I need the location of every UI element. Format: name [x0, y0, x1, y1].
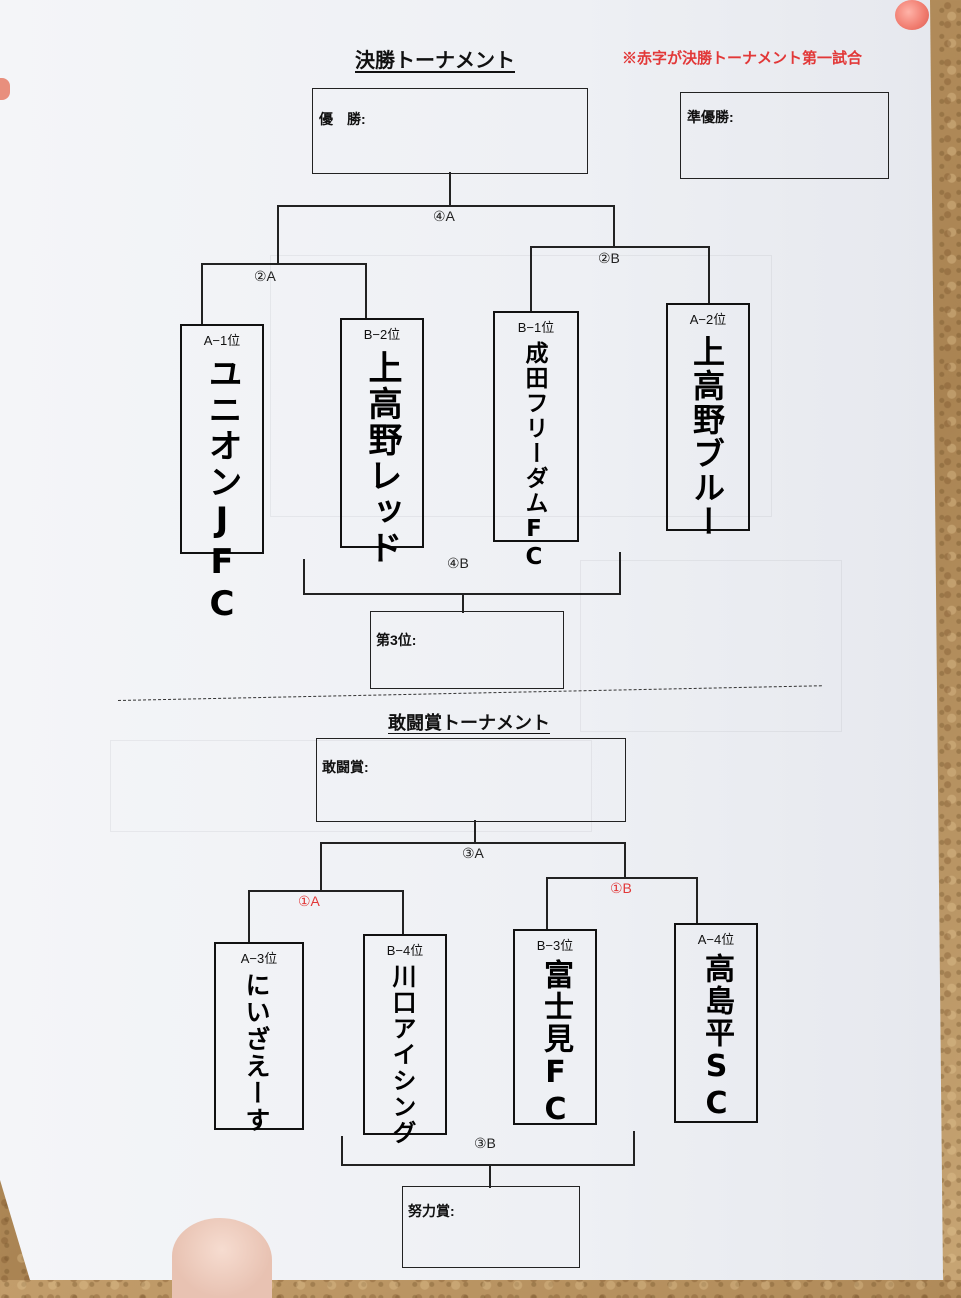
bracket-line — [624, 842, 626, 878]
bracket-line — [248, 890, 404, 892]
bracket-line — [320, 842, 322, 892]
fighting-spirit-box: 敢闘賞: — [316, 738, 626, 822]
match-label-consolation-third: ③B — [474, 1135, 496, 1151]
bracket-line — [303, 559, 305, 595]
bracket-line — [619, 552, 621, 595]
champion-box: 優 勝: — [312, 88, 588, 174]
show-through-grid — [110, 740, 592, 832]
bracket-line — [613, 205, 615, 248]
team-rank: A−3位 — [240, 951, 278, 966]
team-name: ユニオンJFC — [202, 356, 242, 626]
bracket-line — [489, 1164, 491, 1188]
final-tournament-title: 決勝トーナメント — [355, 50, 515, 72]
third-place-box: 第3位: — [370, 611, 564, 689]
team-name: 富士見FC — [538, 959, 573, 1129]
bracket-line — [341, 1164, 635, 1166]
team-name: 上高野ブルー — [688, 335, 726, 539]
team-name: 川口アイシング — [388, 964, 416, 1146]
bracket-line — [320, 842, 626, 844]
match-label-third: ④B — [447, 555, 469, 571]
bracket-line — [696, 877, 698, 923]
consolation-tournament-title: 敢闘賞トーナメント — [388, 713, 550, 733]
bracket-sheet — [0, 0, 943, 1280]
effort-award-box: 努力賞: — [402, 1186, 580, 1268]
team-card: A−3位 にいざえーす — [214, 942, 304, 1134]
match-label-semi-right: ②B — [598, 250, 620, 266]
bracket-line — [530, 246, 710, 248]
bracket-line — [201, 263, 367, 265]
bracket-line — [530, 246, 532, 312]
champion-label: 優 勝: — [319, 111, 366, 127]
team-rank: A−4位 — [697, 932, 735, 947]
runnerup-box: 準優勝: — [680, 92, 889, 179]
team-rank: B−2位 — [363, 327, 401, 342]
team-rank: B−3位 — [536, 938, 574, 953]
bracket-line — [708, 246, 710, 304]
team-name: 成田フリーダムFC — [521, 341, 547, 572]
bracket-line — [462, 593, 464, 613]
team-rank: B−4位 — [386, 943, 424, 958]
bracket-line — [546, 877, 698, 879]
team-card: B−4位 川口アイシング — [363, 934, 447, 1146]
team-card: A−1位 ユニオンJFC — [180, 324, 264, 626]
push-pin — [895, 0, 929, 30]
bracket-line — [402, 890, 404, 934]
team-card: B−1位 成田フリーダムFC — [493, 311, 579, 572]
bracket-line — [449, 172, 451, 206]
team-card: A−2位 上高野ブルー — [666, 303, 750, 539]
team-name: 高島平SC — [699, 953, 734, 1123]
runnerup-label: 準優勝: — [687, 109, 734, 125]
show-through-grid — [580, 560, 842, 732]
holding-hand — [172, 1218, 272, 1298]
push-pin — [0, 78, 10, 100]
team-rank: A−2位 — [689, 312, 727, 327]
team-card: B−3位 富士見FC — [513, 929, 597, 1129]
bracket-line — [365, 263, 367, 319]
team-rank: B−1位 — [517, 320, 555, 335]
effort-award-label: 努力賞: — [408, 1203, 455, 1219]
match-label-final: ④A — [433, 208, 455, 224]
team-card: B−2位 上高野レッド — [340, 318, 424, 566]
first-match-note: ※赤字が決勝トーナメント第一試合 — [622, 50, 863, 67]
match-label-consolation-semi-left: ①A — [298, 893, 320, 909]
third-place-label: 第3位: — [376, 632, 417, 648]
bracket-line — [341, 1136, 343, 1166]
bracket-line — [201, 263, 203, 325]
bracket-line — [474, 820, 476, 844]
bracket-line — [248, 890, 250, 942]
team-card: A−4位 高島平SC — [674, 923, 758, 1123]
team-name: にいざえーす — [242, 972, 271, 1134]
bracket-line — [633, 1131, 635, 1166]
match-label-semi-left: ②A — [254, 268, 276, 284]
bracket-line — [277, 205, 615, 207]
match-label-consolation-final: ③A — [462, 845, 484, 861]
show-through-grid — [270, 255, 772, 517]
match-label-consolation-semi-right: ①B — [610, 880, 632, 896]
bracket-line — [277, 205, 279, 265]
team-rank: A−1位 — [203, 333, 241, 348]
team-name: 上高野レッド — [362, 350, 402, 566]
fighting-spirit-label: 敢闘賞: — [322, 759, 369, 775]
bracket-line — [546, 877, 548, 929]
